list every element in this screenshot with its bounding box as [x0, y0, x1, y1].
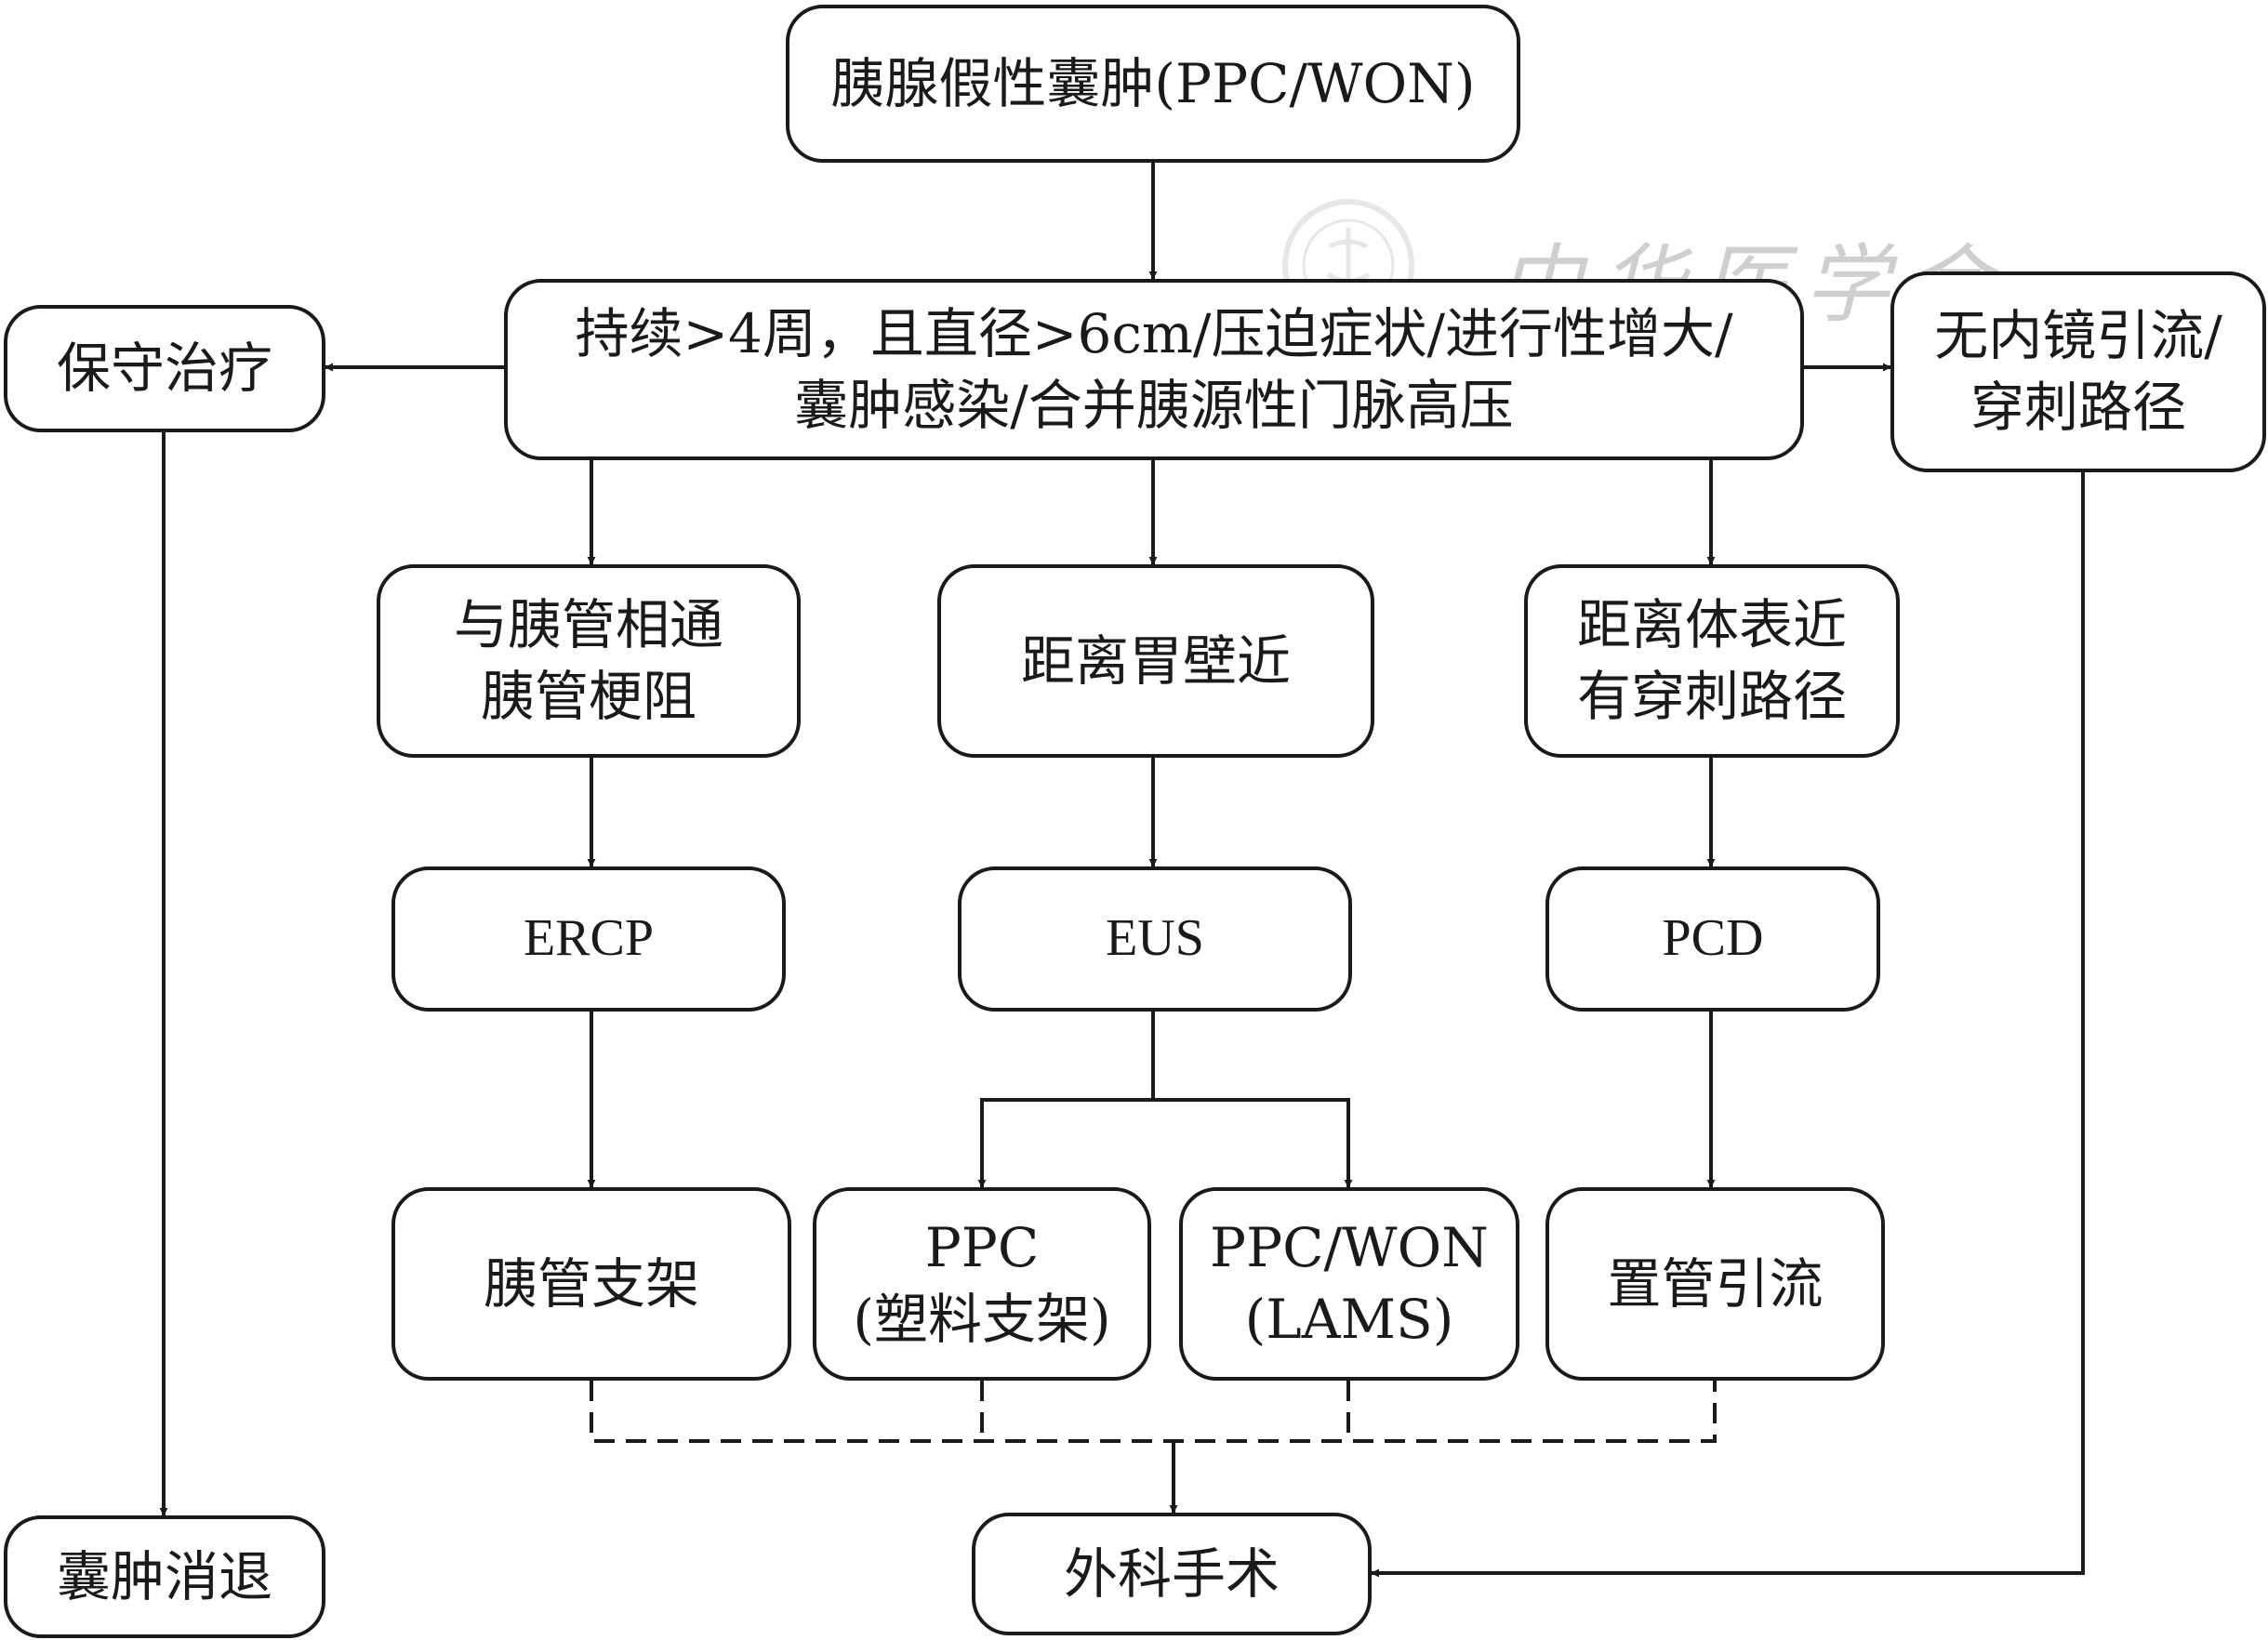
node-eus: EUS [958, 866, 1352, 1012]
ppc-plastic-line-2: (塑料支架) [853, 1288, 1111, 1351]
duct-connected-line-2: 胰管梗阻 [480, 665, 696, 728]
near-surface-line-1: 距离体表近 [1576, 593, 1847, 657]
near-stomach-line-1: 距离胃壁近 [1020, 628, 1291, 693]
criteria-line-2: 囊肿感染/合并胰源性门脉高压 [794, 373, 1514, 437]
tube-drainage-line-1: 置管引流 [1607, 1251, 1824, 1316]
node-ercp: ERCP [391, 866, 786, 1012]
cyst-resolved-line-1: 囊肿消退 [56, 1544, 272, 1608]
start-line-1: 胰腺假性囊肿(PPC/WON) [830, 51, 1476, 115]
conservative-line-1: 保守治疗 [56, 337, 272, 401]
arrow-eus-split-right [1153, 1098, 1353, 1188]
criteria-line-1: 持续>4周，且直径>6cm/压迫症状/进行性增大/ [575, 301, 1733, 365]
node-pcd: PCD [1545, 866, 1880, 1012]
ppc-won-lams-line-2: (LAMS) [1244, 1288, 1454, 1351]
no-endoscopic-line-1: 无内镜引流/ [1934, 304, 2222, 368]
dashed-collector [590, 1381, 1717, 1443]
node-duct-stent: 胰管支架 [391, 1187, 791, 1381]
node-surgery: 外科手术 [972, 1513, 1372, 1635]
ercp-line-1: ERCP [523, 909, 655, 968]
surgery-line-1: 外科手术 [1063, 1541, 1280, 1606]
node-duct-connected: 与胰管相通胰管梗阻 [377, 564, 801, 758]
arrow-no-endoscopic-to-surgery [1371, 472, 2085, 1578]
node-start: 胰腺假性囊肿(PPC/WON) [786, 5, 1520, 163]
eus-line-1: EUS [1106, 909, 1204, 968]
node-ppc-won-lams: PPC/WON (LAMS) [1179, 1187, 1519, 1381]
duct-stent-line-1: 胰管支架 [483, 1251, 699, 1316]
arrow-eus-split [977, 1012, 1155, 1188]
node-no-endoscopic: 无内镜引流/穿刺路径 [1890, 271, 2266, 472]
duct-connected-line-1: 与胰管相通 [453, 593, 723, 657]
node-near-stomach: 距离胃壁近 [937, 564, 1374, 758]
node-cyst-resolved: 囊肿消退 [4, 1515, 325, 1638]
ppc-won-lams-line-1: PPC/WON [1210, 1216, 1489, 1280]
no-endoscopic-line-2: 穿刺路径 [1970, 376, 2186, 439]
node-conservative: 保守治疗 [4, 305, 325, 432]
ppc-plastic-line-1: PPC [924, 1216, 1040, 1280]
near-surface-line-2: 有穿刺路径 [1576, 665, 1847, 728]
node-near-surface: 距离体表近有穿刺路径 [1524, 564, 1900, 758]
node-criteria: 持续>4周，且直径>6cm/压迫症状/进行性增大/囊肿感染/合并胰源性门脉高压 [504, 279, 1804, 460]
node-tube-drainage: 置管引流 [1545, 1187, 1885, 1381]
node-ppc-plastic: PPC (塑料支架) [813, 1187, 1151, 1381]
pcd-line-1: PCD [1662, 909, 1764, 968]
